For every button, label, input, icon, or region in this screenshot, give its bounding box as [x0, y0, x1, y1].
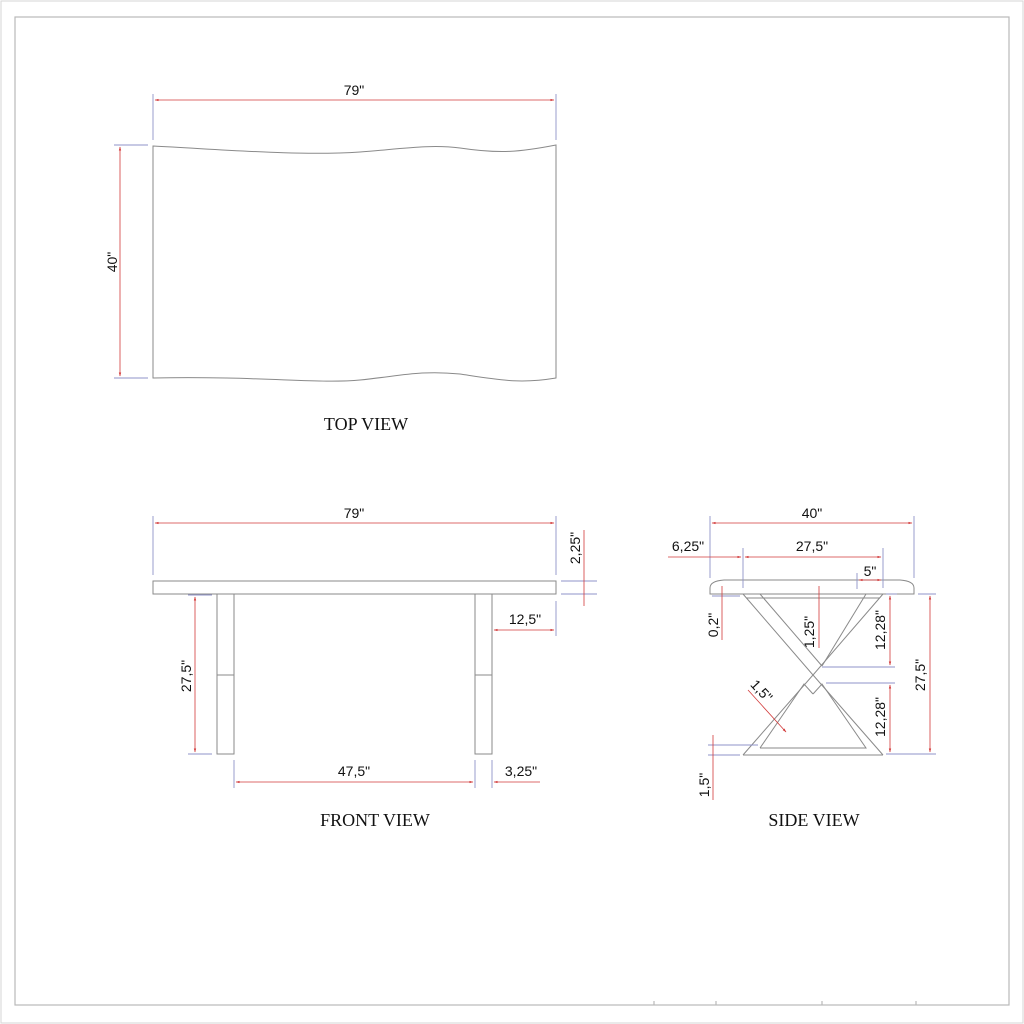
top-depth-label: 40": [104, 252, 120, 273]
side-lower-height-label: 12,28": [872, 697, 888, 737]
side-view-title: SIDE VIEW: [768, 810, 859, 830]
front-left-leg: [216, 593, 235, 755]
side-bar-width-label: 1,5": [747, 676, 775, 705]
top-view-title: TOP VIEW: [324, 414, 408, 434]
side-upper-height-label: 12,28": [872, 610, 888, 650]
front-thickness-label: 2,25": [567, 532, 583, 564]
drawing-frame: [14, 16, 1010, 1006]
front-view-title: FRONT VIEW: [320, 810, 430, 830]
side-tabletop: [709, 579, 915, 595]
side-foot-label: 1,5": [696, 773, 712, 797]
x-frame-base: [742, 593, 884, 756]
front-view: 79" 2,25" 27,5" 12,5" 47,5" 3,25" FRONT …: [152, 505, 597, 830]
front-leg-spacing-label: 47,5": [338, 763, 370, 779]
top-width-label: 79": [344, 82, 365, 98]
side-total-height-label: 27,5": [912, 659, 928, 691]
front-width-label: 79": [344, 505, 365, 521]
side-base-width-label: 27,5": [796, 538, 828, 554]
side-gap-label: 0,2": [705, 613, 721, 637]
front-leg-height-label: 27,5": [178, 660, 194, 692]
front-tabletop: [152, 580, 557, 595]
side-offset-label: 6,25": [672, 538, 704, 554]
top-view: 79" 40" TOP VIEW: [104, 82, 557, 434]
side-crossbar-label: 1,25": [801, 616, 817, 648]
frame-ticks: [653, 1001, 917, 1005]
front-leg-width-label: 3,25": [505, 763, 537, 779]
tabletop-outline: [152, 144, 557, 382]
side-plate-label: 5": [864, 563, 877, 579]
front-overhang-label: 12,5": [509, 611, 541, 627]
side-view: 40" 6,25" 27,5" 5" 0,2" 1,25" 12,28" 12,…: [668, 505, 936, 830]
front-right-leg: [474, 593, 493, 755]
side-depth-label: 40": [802, 505, 823, 521]
